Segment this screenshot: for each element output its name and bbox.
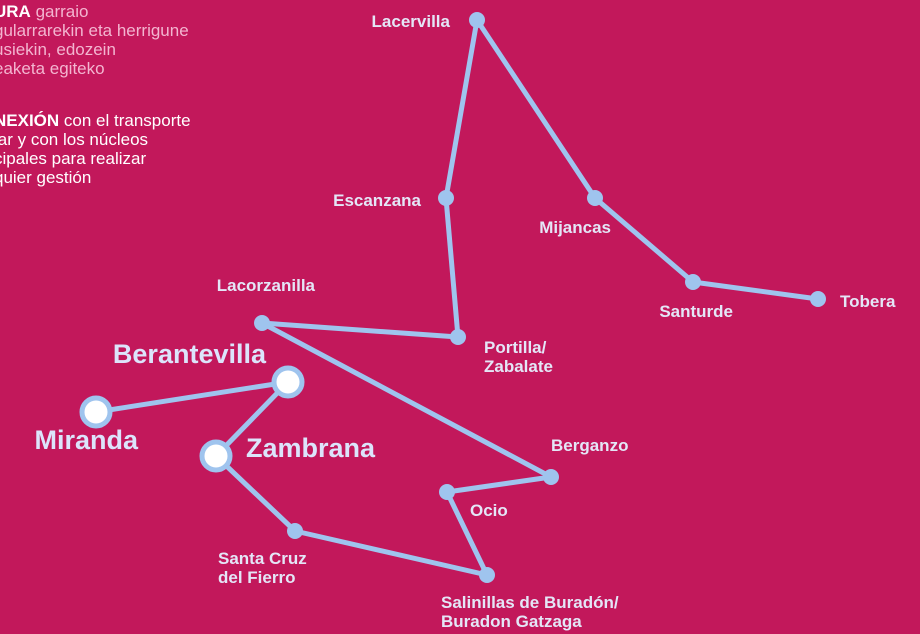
- stop-label-miranda: Miranda: [34, 425, 139, 455]
- stop-label-lacervilla: Lacervilla: [372, 12, 451, 31]
- stop-label-berganzo: Berganzo: [551, 436, 628, 455]
- stop-label-line: Lacorzanilla: [217, 276, 316, 295]
- info-spanish-line: lar y con los núcleos: [0, 130, 149, 149]
- stop-label-line: Escanzana: [333, 191, 421, 210]
- stop-marker-berganzo[interactable]: [543, 469, 559, 485]
- route-segment-lacervilla-escanzana: [443, 17, 480, 201]
- stop-label-line: Zabalate: [484, 357, 553, 376]
- stop-marker-lacervilla[interactable]: [469, 12, 485, 28]
- stop-marker-miranda[interactable]: [79, 395, 113, 429]
- stop-label-santurde: Santurde: [659, 302, 733, 321]
- stop-label-line: Zambrana: [246, 433, 376, 463]
- stop-marker-santa-cruz[interactable]: [287, 523, 303, 539]
- route-segment-lacervilla-mijancas: [474, 17, 598, 201]
- route-segment-santurde-tobera: [690, 279, 821, 302]
- route-segment-ocio-salinillas: [444, 489, 490, 578]
- stop-label-tobera: Tobera: [840, 292, 896, 311]
- stop-label-line: Lacervilla: [372, 12, 451, 31]
- stop-label-zambrana: Zambrana: [246, 433, 376, 463]
- stops: [79, 12, 826, 583]
- route-segment-mijancas-santurde: [592, 195, 696, 285]
- info-spanish-line: con el transporte: [63, 111, 191, 130]
- route-segment-lacorzanilla-berganzo: [259, 320, 554, 480]
- stop-label-line: Santurde: [659, 302, 733, 321]
- stop-marker-escanzana[interactable]: [438, 190, 454, 206]
- info-basque-line: gularrarekin eta herrigune: [0, 21, 189, 40]
- stop-label-line: Berantevilla: [113, 339, 267, 369]
- info-spanish-line: quier gestión: [0, 168, 92, 187]
- stop-label-portilla: Portilla/Zabalate: [484, 338, 553, 376]
- route-segment-santa-cruz-zambrana: [213, 453, 298, 534]
- route-segment-zambrana-berantevilla: [213, 379, 291, 459]
- stop-marker-lacorzanilla[interactable]: [254, 315, 270, 331]
- info-basque-line: garraio: [35, 2, 89, 21]
- stop-label-escanzana: Escanzana: [333, 191, 421, 210]
- route-segment-berganzo-ocio: [444, 474, 554, 495]
- stop-marker-santurde[interactable]: [685, 274, 701, 290]
- stop-marker-zambrana[interactable]: [199, 439, 233, 473]
- stop-label-line: Tobera: [840, 292, 896, 311]
- stop-marker-portilla[interactable]: [450, 329, 466, 345]
- stop-label-line: Miranda: [34, 425, 139, 455]
- stop-label-berantevilla: Berantevilla: [113, 339, 267, 369]
- route-segment-escanzana-portilla: [443, 195, 461, 340]
- stop-label-line: Portilla/: [484, 338, 547, 357]
- info-basque-line: eaketa egiteko: [0, 59, 105, 78]
- stop-label-lacorzanilla: Lacorzanilla: [217, 276, 316, 295]
- stop-label-line: Salinillas de Buradón/: [441, 593, 619, 612]
- route-segment-berantevilla-miranda: [93, 379, 291, 415]
- stop-label-salinillas: Salinillas de Buradón/Buradon Gatzaga: [441, 593, 619, 631]
- stop-marker-ocio[interactable]: [439, 484, 455, 500]
- info-basque-lead: URA: [0, 2, 31, 21]
- stop-label-line: Buradon Gatzaga: [441, 612, 582, 631]
- stop-label-line: Berganzo: [551, 436, 628, 455]
- stop-label-mijancas: Mijancas: [539, 218, 611, 237]
- stop-marker-berantevilla[interactable]: [271, 365, 305, 399]
- info-text-spanish: NEXIÓN con el transporte lar y con los n…: [0, 111, 284, 187]
- stop-label-line: Mijancas: [539, 218, 611, 237]
- stop-label-line: Santa Cruz: [218, 549, 307, 568]
- route-segment-salinillas-santa-cruz: [292, 528, 490, 578]
- stop-marker-salinillas[interactable]: [479, 567, 495, 583]
- info-text-basque: URA garraio gularrarekin eta herrigune u…: [0, 2, 284, 78]
- stop-marker-tobera[interactable]: [810, 291, 826, 307]
- stop-label-ocio: Ocio: [470, 501, 508, 520]
- route-lines: [93, 17, 821, 578]
- stop-label-line: Ocio: [470, 501, 508, 520]
- info-spanish-line: cipales para realizar: [0, 149, 147, 168]
- info-basque-line: usiekin, edozein: [0, 40, 116, 59]
- stop-label-line: del Fierro: [218, 568, 295, 587]
- route-segment-portilla-lacorzanilla: [259, 320, 461, 340]
- info-spanish-lead: NEXIÓN: [0, 111, 60, 130]
- stop-marker-mijancas[interactable]: [587, 190, 603, 206]
